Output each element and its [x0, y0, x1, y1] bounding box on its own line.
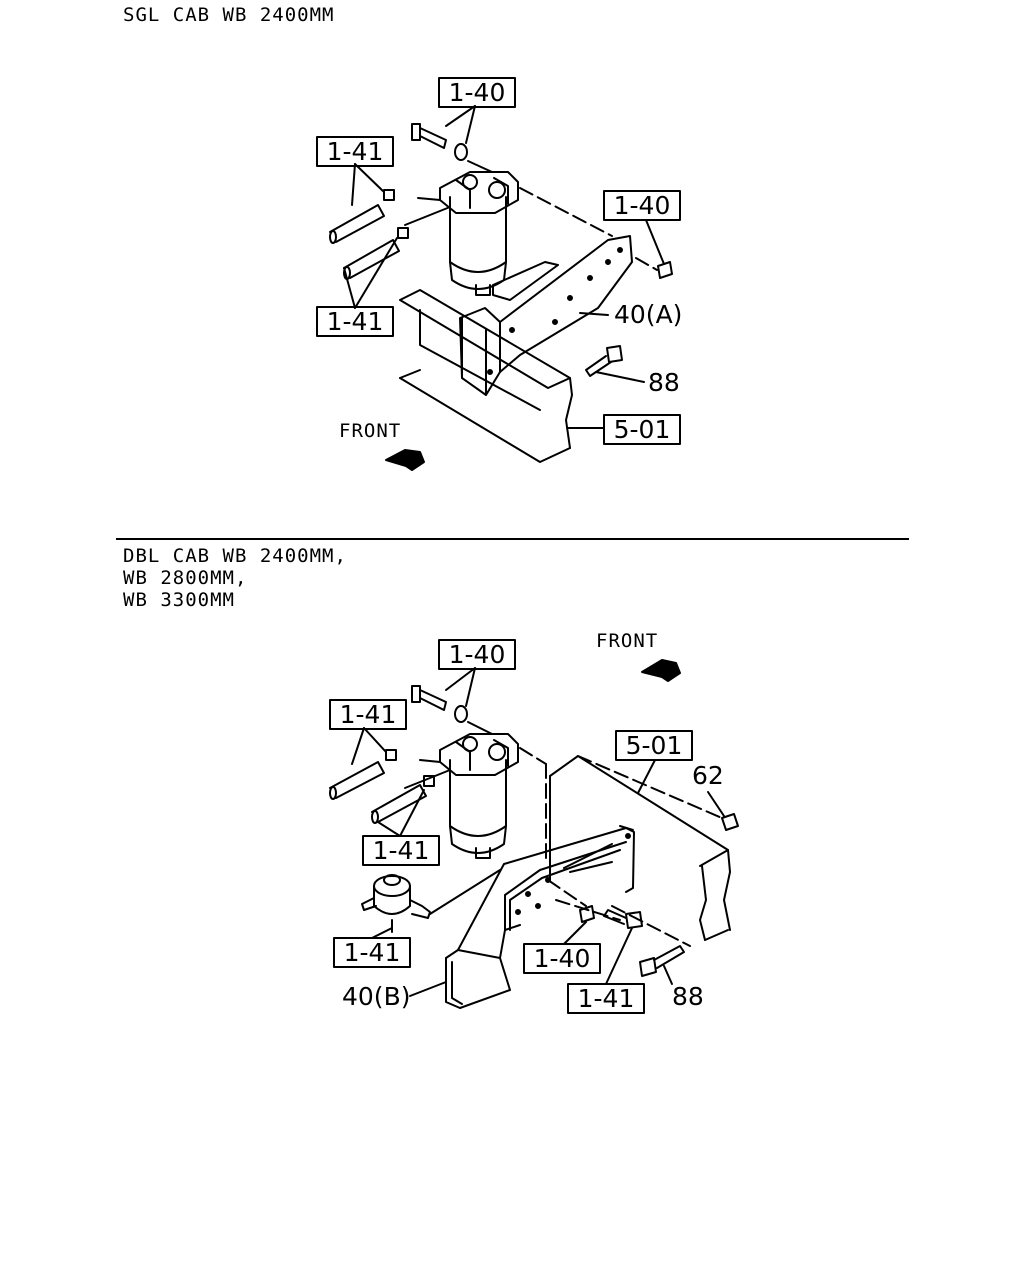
bracket-40a — [459, 235, 633, 396]
leader-lines-top — [343, 105, 665, 429]
callout-box — [316, 306, 394, 337]
front-arrow-icon — [385, 449, 425, 471]
nut-bottom — [579, 905, 595, 923]
fuel-pipe — [429, 869, 501, 915]
callout-88: 88 — [648, 368, 680, 397]
callout-box — [615, 730, 693, 761]
hoses-top — [329, 189, 409, 280]
frame-rail — [399, 289, 573, 463]
bolt-washer-bottom — [411, 685, 493, 735]
callout-88: 88 — [672, 982, 704, 1011]
bottom-diagram — [329, 639, 739, 1014]
front-arrow-icon — [641, 659, 681, 682]
callout-box — [329, 699, 407, 730]
front-label: FRONT — [339, 420, 401, 442]
callout-5-01: 5-01 — [614, 415, 671, 444]
section-title-sgl-cab: SGL CAB WB 2400MM — [123, 4, 335, 26]
callout-1-41: 1-41 — [327, 137, 384, 166]
callout-1-41: 1-41 — [327, 307, 384, 336]
bolt-washer-top — [411, 123, 493, 173]
assembly-lines-bottom — [519, 747, 723, 947]
callout-1-40: 1-40 — [534, 944, 591, 973]
callout-box — [567, 983, 645, 1014]
bolt-141-bottom — [603, 909, 643, 929]
section-title-wb-3300: WB 3300MM — [123, 589, 235, 611]
section-divider — [116, 538, 909, 540]
callout-box — [523, 943, 601, 974]
front-label: FRONT — [596, 630, 658, 652]
callout-box — [603, 190, 681, 221]
assembly-lines-top — [519, 187, 658, 271]
bolt-88-bottom — [639, 945, 685, 977]
section-title-dbl-cab: DBL CAB WB 2400MM, — [123, 545, 347, 567]
callout-1-40: 1-40 — [449, 78, 506, 107]
callout-1-41: 1-41 — [340, 700, 397, 729]
callout-box — [438, 77, 516, 108]
callout-1-41: 1-41 — [578, 984, 635, 1013]
frame-rail — [549, 755, 731, 941]
callout-box — [603, 414, 681, 445]
callout-box — [362, 835, 440, 866]
leader-lines-bottom — [351, 667, 725, 997]
callout-40b: 40(B) — [342, 982, 410, 1011]
priming-pump — [361, 874, 431, 933]
section-title-wb-2800: WB 2800MM, — [123, 567, 248, 589]
bracket-40b — [445, 825, 635, 1009]
callout-box — [333, 937, 411, 968]
hoses-bottom — [329, 749, 435, 824]
fuel-filter — [404, 171, 519, 296]
nut-62 — [721, 813, 739, 831]
callout-box — [438, 639, 516, 670]
callout-40a: 40(A) — [614, 300, 682, 329]
callout-1-40: 1-40 — [449, 640, 506, 669]
fuel-filter — [404, 733, 519, 859]
callout-5-01: 5-01 — [626, 731, 683, 760]
callout-box — [316, 136, 394, 167]
nut-top — [657, 261, 673, 279]
top-diagram — [316, 77, 681, 471]
callout-1-41: 1-41 — [344, 938, 401, 967]
callout-62: 62 — [692, 761, 724, 790]
callout-1-41: 1-41 — [373, 836, 430, 865]
bolt-88-top — [585, 345, 623, 377]
callout-1-40: 1-40 — [614, 191, 671, 220]
